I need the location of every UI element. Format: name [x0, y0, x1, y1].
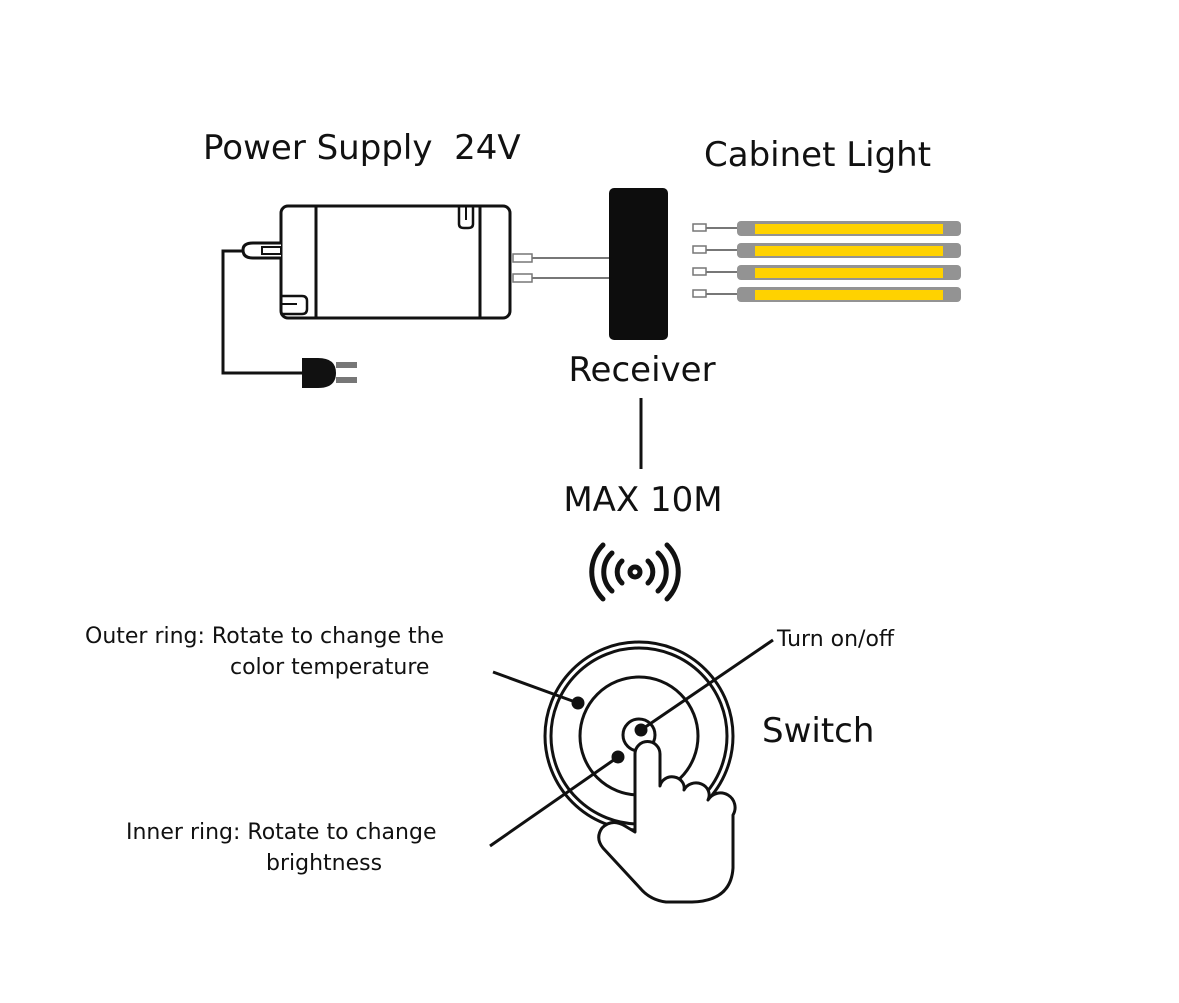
- power-cable: [221, 241, 302, 375]
- strip-connector: [692, 289, 707, 298]
- outer-ring-label-line1: Outer ring: Rotate to change the: [85, 624, 444, 649]
- strip-led: [755, 268, 943, 278]
- power-supply: [279, 204, 512, 320]
- turn-on-off-label: Turn on/off: [776, 627, 895, 652]
- light-strip: [692, 243, 961, 258]
- outer-ring-label-line2: color temperature: [230, 655, 429, 680]
- strip-connector: [692, 267, 707, 276]
- strip-led: [755, 246, 943, 256]
- power-supply-label: Power Supply 24V: [203, 128, 521, 168]
- max-distance-label: MAX 10M: [563, 480, 722, 520]
- inner-ring-label-line1: Inner ring: Rotate to change: [126, 820, 436, 845]
- receiver: [609, 188, 668, 340]
- cabinet-light-label: Cabinet Light: [704, 135, 931, 175]
- strip-connector: [692, 223, 707, 232]
- wireless-signal-icon: [589, 542, 681, 602]
- strip-connector: [692, 245, 707, 254]
- light-strip: [692, 287, 961, 302]
- inner-ring-label-line2: brightness: [266, 851, 382, 876]
- switch-label: Switch: [762, 711, 874, 751]
- light-strip: [692, 221, 961, 236]
- output-wires: [512, 253, 610, 283]
- receiver-label: Receiver: [568, 350, 715, 390]
- strip-led: [755, 224, 943, 234]
- cabinet-lights: [692, 221, 961, 302]
- pointing-hand-icon: [597, 740, 737, 904]
- light-strip: [692, 265, 961, 280]
- plug-icon: [302, 358, 357, 388]
- callout-lines: [489, 638, 774, 848]
- strip-led: [755, 290, 943, 300]
